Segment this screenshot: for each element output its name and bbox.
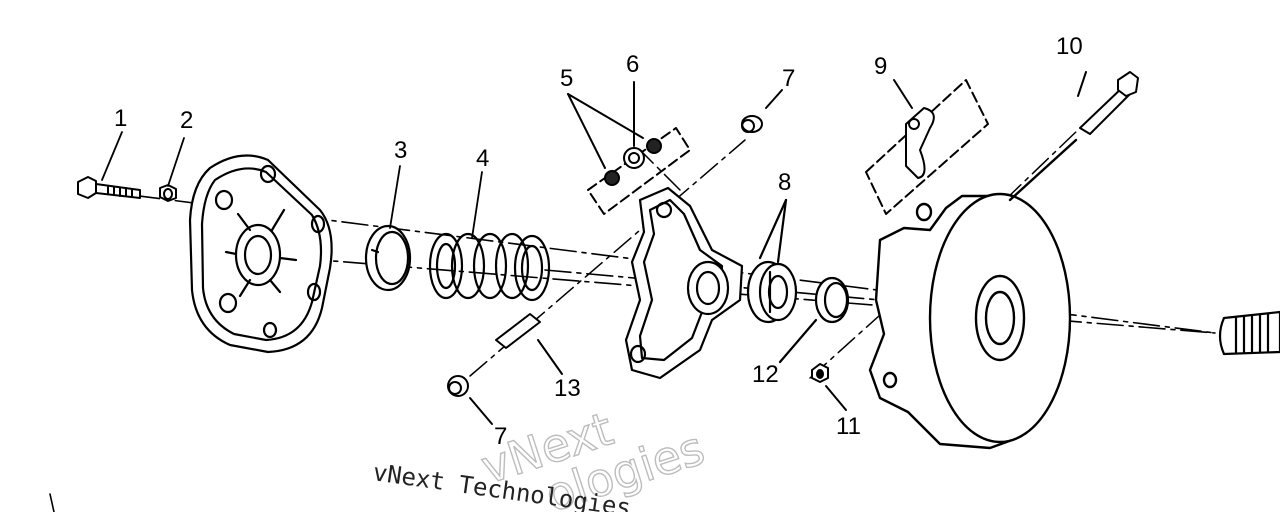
part-11-nut <box>811 363 847 411</box>
callout-7-top: 7 <box>782 65 795 92</box>
callout-12: 12 <box>752 361 779 388</box>
part-2-nut <box>159 184 177 202</box>
part-1-bolt <box>77 176 141 199</box>
part-9-weight <box>865 79 989 215</box>
part-4-spring <box>428 232 551 302</box>
callout-11: 11 <box>836 413 861 440</box>
part-3-ring <box>364 224 412 292</box>
part-7-cap-top <box>741 89 783 133</box>
callout-4: 4 <box>476 145 489 172</box>
shaft-end <box>1218 310 1280 356</box>
stray-mark <box>49 493 55 512</box>
callout-13: 13 <box>554 375 581 402</box>
callout-10: 10 <box>1056 33 1083 60</box>
callout-labels: 1 2 3 4 5 6 7 8 9 10 11 12 13 7 <box>114 33 1083 450</box>
callout-5: 5 <box>560 65 573 92</box>
spider-assembly <box>624 186 744 380</box>
part-10-bolt <box>1077 71 1139 135</box>
part-8-rollers <box>746 198 798 324</box>
housing-cover <box>188 154 333 354</box>
part-13-pin <box>495 313 563 375</box>
callout-3: 3 <box>394 137 407 164</box>
callout-9: 9 <box>874 53 887 80</box>
callout-7-bottom: 7 <box>494 423 507 450</box>
callout-6: 6 <box>626 51 639 78</box>
callout-1: 1 <box>114 105 127 132</box>
part-7-cap-bottom <box>447 375 493 425</box>
watermark: vNext ologies vNext Technologies <box>371 401 711 512</box>
callout-8: 8 <box>778 169 791 196</box>
leader-lines <box>101 131 483 239</box>
callout-2: 2 <box>180 107 193 134</box>
part-5-6-retainers <box>567 81 691 215</box>
fixed-sheave <box>868 138 1078 450</box>
part-12-bushing <box>778 276 850 364</box>
